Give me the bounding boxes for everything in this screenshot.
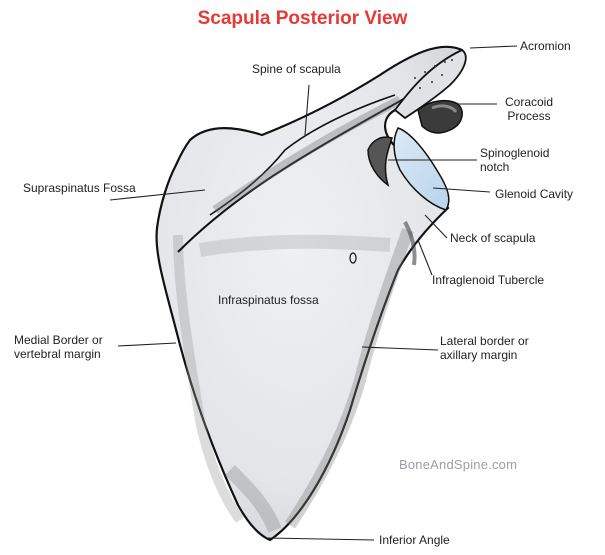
watermark: BoneAndSpine.com [399,457,518,472]
label-medial-line2: vertebral margin [14,347,101,361]
label-medial: Medial Border or vertebral margin [14,333,103,361]
shade-infraspinous [198,234,391,257]
diagram-title: Scapula Posterior View [197,8,408,29]
label-neck: Neck of scapula [450,231,536,245]
label-lateral-line2: axillary margin [440,348,518,362]
pointer-medial [117,342,177,347]
label-spinoglenoid-line2: notch [480,160,510,174]
label-spinoglenoid: Spinoglenoid notch [480,146,549,174]
label-glenoid: Glenoid Cavity [495,187,574,201]
nutrient-foramen [349,252,357,264]
shade-lateral [285,227,414,529]
infraglenoid-tubercle-shape [403,221,417,266]
pointer-infraglenoid [417,239,433,276]
spine-shading [212,95,403,214]
shade-inferior [225,465,282,533]
coracoid-highlight [431,104,458,113]
pointer-neck [424,214,448,239]
label-coracoid-line2: Process [507,109,551,123]
shade-medial [173,234,245,523]
spinoglenoid-notch-shape [367,136,393,187]
label-supraspinatus: Supraspinatus Fossa [23,181,136,195]
label-lateral: Lateral border or axillary margin [440,334,529,362]
label-infraglenoid: Infraglenoid Tubercle [432,273,545,287]
glenoid-shape [393,127,450,211]
acromion-dots [414,59,453,89]
label-spinoglenoid-line1: Spinoglenoid [480,146,550,160]
label-coracoid: Coracoid Process [498,95,560,123]
spine-ridge-upper [209,94,396,216]
label-lateral-line1: Lateral border or [440,334,529,348]
label-coracoid-line1: Coracoid [504,95,554,109]
pointer-glenoid [432,187,491,193]
pointer-supraspinatus [109,189,206,201]
pointer-lateral [361,346,439,351]
label-infraspinatus: Infraspinatus fossa [218,293,319,307]
pointer-acromion [469,45,518,49]
label-inferior: Inferior Angle [379,533,450,547]
acromion-shape [393,48,467,120]
label-acromion: Acromion [520,39,571,53]
label-medial-line1: Medial Border or [14,333,103,347]
pointer-spine [304,84,310,136]
pointer-inferior [267,537,375,541]
pointer-lines [109,45,518,541]
label-spine: Spine of scapula [252,62,341,76]
